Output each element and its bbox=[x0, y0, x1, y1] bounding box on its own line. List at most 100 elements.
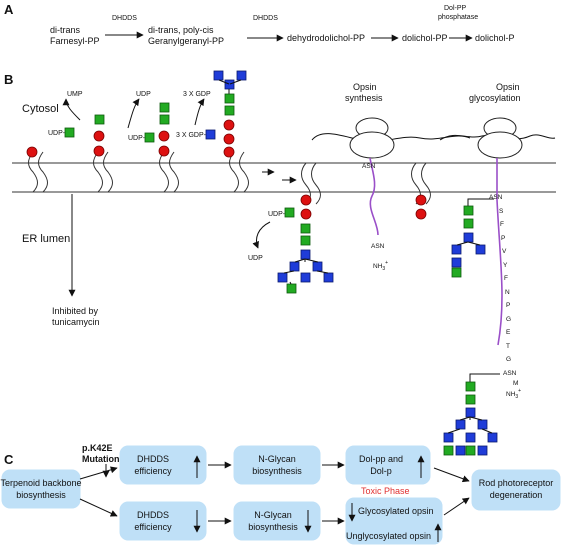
bond bbox=[447, 428, 461, 434]
opsin-synthesis-line2: synthesis bbox=[345, 93, 383, 103]
glcnac-sugar bbox=[463, 218, 474, 229]
udp-label-b: UDP bbox=[136, 91, 151, 98]
nglycan-down-line2: biosynthesis bbox=[248, 522, 298, 532]
bond bbox=[229, 79, 242, 85]
bond bbox=[316, 270, 329, 274]
mutation-line1: p.K42E bbox=[82, 443, 113, 453]
mannose-sugar bbox=[26, 146, 38, 158]
glucose-sugar bbox=[455, 419, 466, 430]
aa-3: P bbox=[501, 235, 505, 242]
glcnac-sugar bbox=[465, 381, 476, 392]
nglycan-up-box bbox=[233, 445, 321, 485]
dhdds-up-box bbox=[119, 445, 207, 485]
glcnac-sugar bbox=[224, 93, 235, 104]
mutation-line2: Mutation bbox=[82, 454, 120, 464]
glcnac-sugar bbox=[463, 205, 474, 216]
opsin-glyco-line1: Opsin bbox=[496, 82, 520, 92]
ribosome-large bbox=[349, 131, 395, 159]
bond bbox=[459, 416, 471, 421]
geranyl-line1: di-trans, poly-cis bbox=[148, 25, 214, 35]
glucose-sugar bbox=[323, 272, 334, 283]
glcnac-sugar bbox=[144, 132, 155, 143]
gdp-out-label: 3 X GDP bbox=[183, 91, 211, 98]
gdp-arrow bbox=[194, 98, 205, 126]
helix bbox=[159, 151, 169, 193]
panel-a: A di-trans Farnesyl-PP DHDDS di-trans, p… bbox=[4, 2, 515, 46]
helix bbox=[239, 151, 249, 193]
dhdds-up-line2: efficiency bbox=[134, 466, 172, 476]
glcnac-sugar bbox=[94, 114, 105, 125]
panel-a-letter: A bbox=[4, 2, 14, 17]
glucose-sugar bbox=[455, 445, 466, 456]
dhdds-label-1: DHDDS bbox=[112, 15, 137, 22]
helix bbox=[38, 151, 48, 193]
nglycan-up-line1: N-Glycan bbox=[258, 454, 296, 464]
aa-4: V bbox=[502, 248, 507, 255]
helix bbox=[93, 151, 103, 193]
bond bbox=[456, 241, 469, 246]
toxic-phase-label: Toxic Phase bbox=[361, 486, 410, 496]
aa-2: F bbox=[500, 221, 504, 228]
glycan-link bbox=[469, 373, 500, 382]
bond bbox=[218, 79, 230, 85]
gdp-in-label: 3 X GDP- bbox=[176, 132, 207, 139]
dol-up-line2: Dol-p bbox=[370, 466, 392, 476]
opsin-peptide bbox=[496, 158, 503, 346]
mannose-sugar bbox=[223, 133, 235, 145]
aa-9: G bbox=[506, 316, 511, 323]
glucose-sugar bbox=[477, 445, 488, 456]
bond bbox=[294, 258, 306, 263]
opsin-box bbox=[345, 497, 443, 545]
mannose-sugar bbox=[300, 208, 312, 220]
bond bbox=[467, 241, 481, 246]
aa-1: S bbox=[499, 208, 504, 215]
mannose-sugar bbox=[415, 208, 427, 220]
dol-up-box bbox=[345, 445, 431, 485]
glcnac-sugar bbox=[465, 394, 476, 405]
bond bbox=[481, 428, 493, 434]
dolichol-p: dolichol-P bbox=[475, 33, 515, 43]
glucose-sugar bbox=[224, 79, 235, 90]
aa-5: Y bbox=[503, 262, 508, 269]
asn-1: ASN bbox=[362, 163, 376, 170]
er-lumen-label: ER lumen bbox=[22, 233, 70, 245]
panel-b: B Cytosol ER lumen UMP UDP- bbox=[4, 70, 556, 456]
nglycan-down-line1: N-Glycan bbox=[254, 510, 292, 520]
glcnac-sugar bbox=[286, 283, 297, 294]
arrow-c6 bbox=[443, 497, 470, 516]
dol-up-line1: Dol-pp and bbox=[359, 454, 403, 464]
opsin-peptide bbox=[369, 157, 379, 236]
aa-7: N bbox=[505, 289, 510, 296]
mannose-sugar bbox=[93, 145, 105, 157]
farnesyl-line2: Farnesyl-PP bbox=[50, 36, 100, 46]
unglycosylated-label: Unglycosylated opsin bbox=[346, 531, 431, 541]
mannose-sugar bbox=[300, 194, 312, 206]
glucose-sugar bbox=[463, 232, 474, 243]
panel-c: C p.K42E Mutation Terpenoid backbone bio… bbox=[0, 443, 561, 545]
asn-2: ASN bbox=[371, 243, 385, 250]
aa-11: T bbox=[506, 343, 510, 350]
glucose-sugar bbox=[289, 261, 300, 272]
glycosylated-label: Glycosylated opsin bbox=[358, 506, 434, 516]
glucose-sugar bbox=[213, 70, 224, 81]
opsin-glyco-line2: glycosylation bbox=[469, 93, 521, 103]
dolichol-pp: dolichol-PP bbox=[402, 33, 448, 43]
dhdds-up-line1: DHDDS bbox=[137, 454, 169, 464]
panel-c-letter: C bbox=[4, 452, 14, 467]
glcnac-sugar bbox=[159, 102, 170, 113]
helix bbox=[421, 162, 431, 205]
rod-box bbox=[471, 469, 561, 511]
udp-glcnac-label-2: UDP- bbox=[128, 135, 146, 142]
asn-4: ASN bbox=[503, 370, 517, 377]
mannose-sugar bbox=[93, 130, 105, 142]
nh3-1: NH3+ bbox=[373, 260, 388, 272]
aa-6: F bbox=[504, 275, 508, 282]
glcnac-sugar bbox=[451, 267, 462, 278]
udp-arrow bbox=[127, 98, 140, 129]
terpenoid-line2: biosynthesis bbox=[16, 490, 66, 500]
arrow-c-up bbox=[79, 466, 118, 480]
glcnac-sugar bbox=[224, 105, 235, 116]
glcnac-sugar bbox=[284, 207, 295, 218]
cytosol-label: Cytosol bbox=[22, 103, 59, 115]
